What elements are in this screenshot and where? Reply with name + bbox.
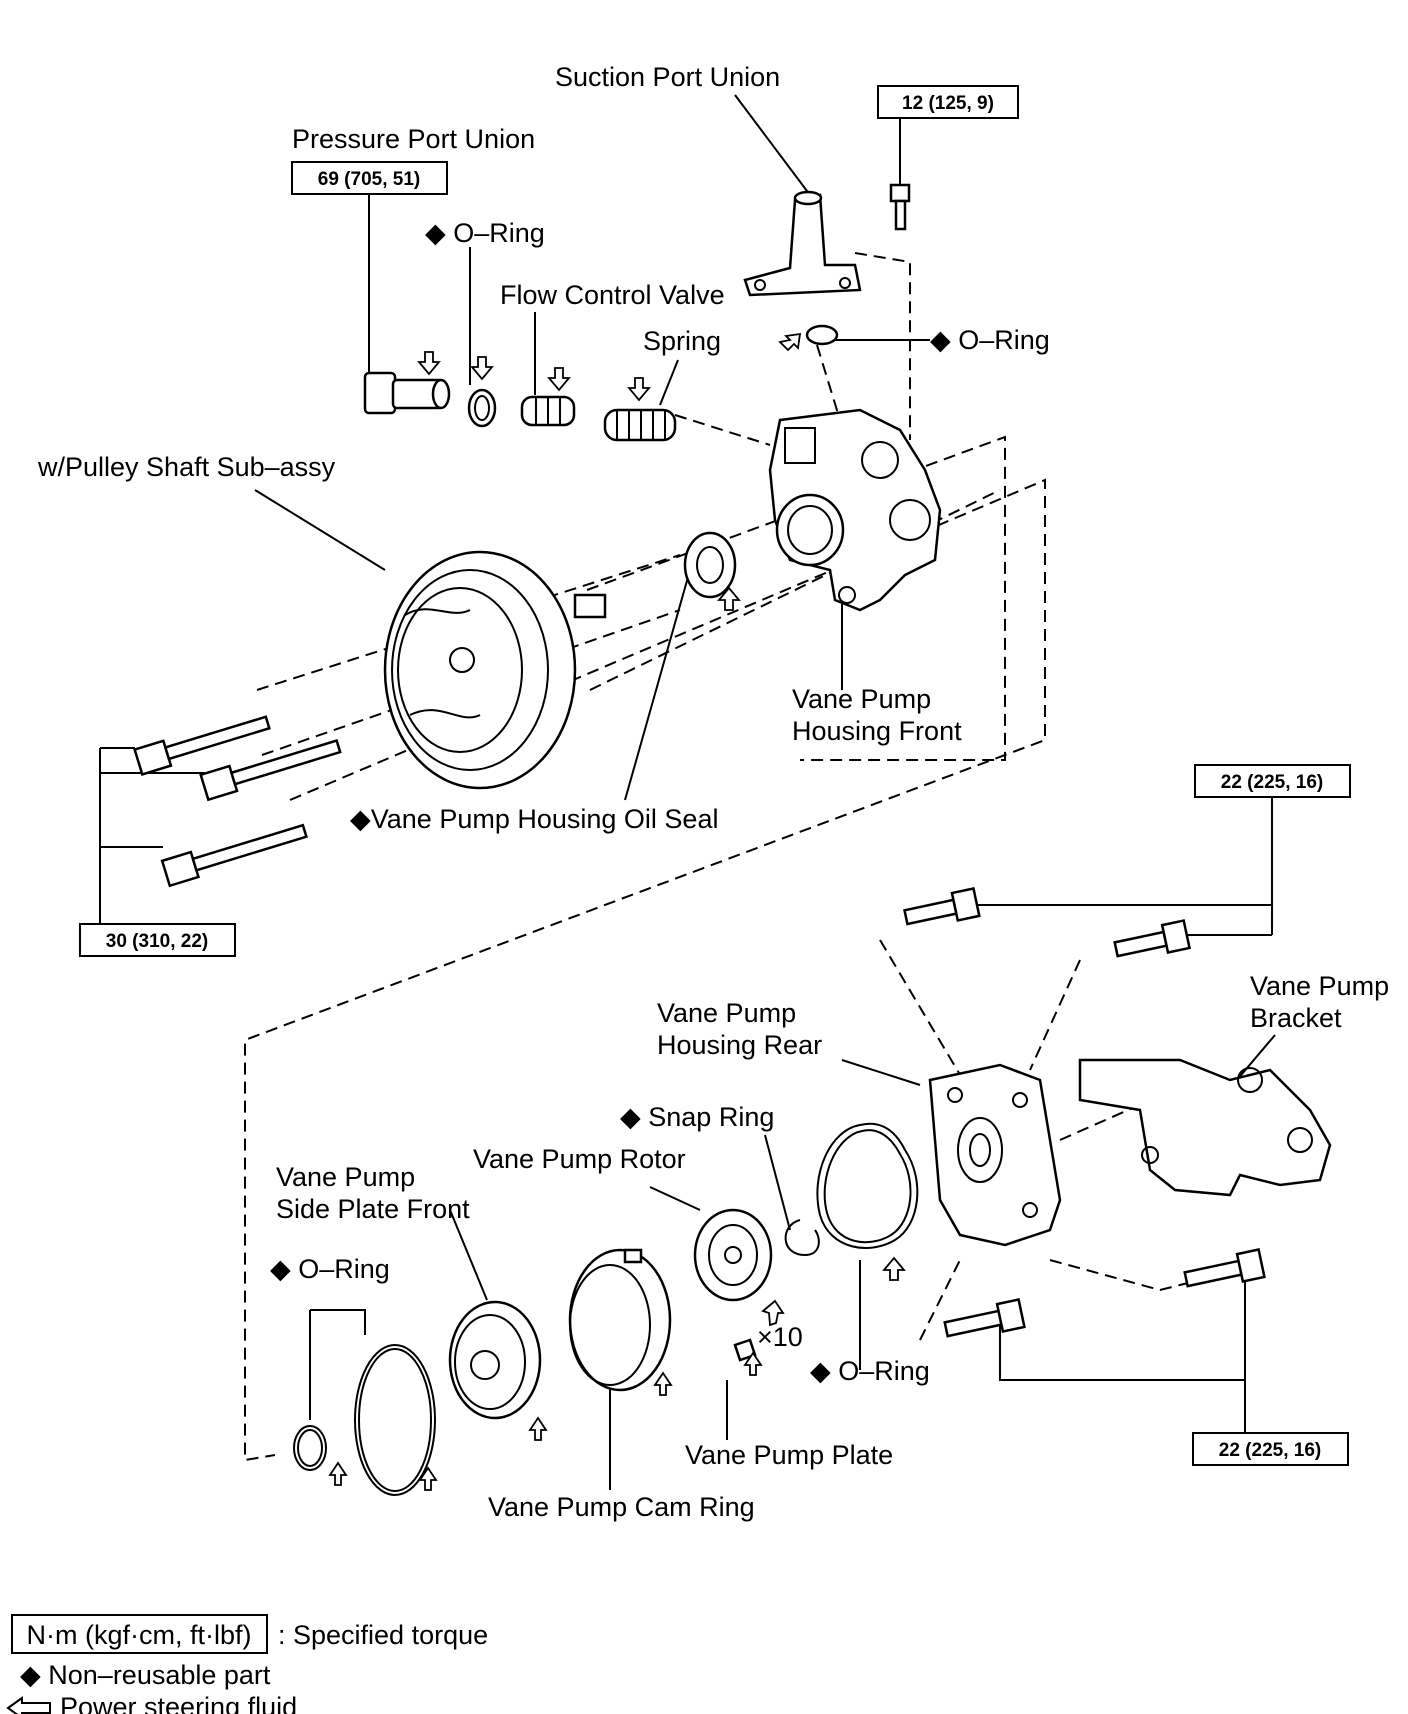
cam-ring-part <box>568 1248 672 1392</box>
pressure-port-union-part <box>363 371 451 415</box>
vane-pump-housing-rear-part <box>928 1063 1062 1247</box>
pulley-bolts-part <box>133 715 342 888</box>
label-suction-port-union: Suction Port Union <box>555 62 780 92</box>
label-o-ring-bottom: ◆ O–Ring <box>810 1356 930 1386</box>
vane-pump-housing-front-part <box>768 408 942 612</box>
o-ring-small-part <box>805 324 839 346</box>
o-ring-rear-part <box>816 1122 919 1249</box>
label-vane-plate: Vane Pump Plate <box>685 1440 893 1470</box>
part-labels: Suction Port Union Pressure Port Union ◆… <box>37 62 1389 1522</box>
pulley-part <box>383 550 607 790</box>
label-oil-seal: ◆Vane Pump Housing Oil Seal <box>350 804 718 834</box>
o-ring-small-left-part <box>293 1425 327 1471</box>
label-snap-ring: ◆ Snap Ring <box>620 1102 774 1132</box>
o-ring-large-left-part <box>354 1344 436 1496</box>
vane-pump-rotor-part <box>693 1208 773 1302</box>
label-housing-front-2: Housing Front <box>792 716 962 746</box>
vane-pump-bracket-part <box>1078 1058 1332 1197</box>
label-rotor: Vane Pump Rotor <box>473 1144 686 1174</box>
torque-rear-lower: 22 (225, 16) <box>1219 1440 1321 1461</box>
torque-pressure-port: 69 (705, 51) <box>318 169 420 190</box>
label-pulley-shaft: w/Pulley Shaft Sub–assy <box>37 452 336 482</box>
label-bracket-2: Bracket <box>1250 1003 1342 1033</box>
snap-ring-part <box>784 1219 820 1257</box>
torque-pulley-bolts: 30 (310, 22) <box>106 931 208 952</box>
legend: N·m (kgf·cm, ft·lbf) : Specified torque … <box>6 1614 488 1714</box>
oil-seal-part <box>683 531 737 599</box>
label-spring: Spring <box>643 326 721 356</box>
legend-fluid: Power steering fluid <box>60 1692 297 1714</box>
label-pressure-port-union: Pressure Port Union <box>292 124 535 154</box>
fluid-arrow-icon <box>6 1696 51 1714</box>
label-housing-rear-1: Vane Pump <box>657 998 796 1028</box>
suction-port-union-part <box>743 190 862 297</box>
side-plate-front-part <box>448 1300 542 1420</box>
label-housing-front-1: Vane Pump <box>792 684 931 714</box>
top-bolt-part <box>889 183 911 231</box>
legend-torque-text: : Specified torque <box>278 1620 488 1650</box>
torque-bolt-top: 12 (125, 9) <box>902 93 994 114</box>
spring-part <box>603 408 677 442</box>
torque-boxes: 12 (125, 9) 69 (705, 51) 30 (310, 22) 22… <box>79 85 1351 1466</box>
label-cam-ring: Vane Pump Cam Ring <box>488 1492 755 1522</box>
label-flow-control-valve: Flow Control Valve <box>500 280 725 310</box>
torque-rear-upper: 22 (225, 16) <box>1221 772 1323 793</box>
legend-non-reusable: ◆ Non–reusable part <box>20 1660 271 1690</box>
label-bracket-1: Vane Pump <box>1250 971 1389 1001</box>
label-side-plate-2: Side Plate Front <box>276 1194 470 1224</box>
label-side-plate-1: Vane Pump <box>276 1162 415 1192</box>
legend-torque-box: N·m (kgf·cm, ft·lbf) <box>27 1620 252 1650</box>
label-o-ring-right: ◆ O–Ring <box>930 325 1050 355</box>
rear-lower-bolts-part <box>943 1248 1266 1338</box>
label-times-ten: ×10 <box>757 1322 803 1352</box>
fluid-arrow-icons <box>328 332 906 1491</box>
label-o-ring-left: ◆ O–Ring <box>270 1254 390 1284</box>
label-housing-rear-2: Housing Rear <box>657 1030 822 1060</box>
rear-upper-bolts-part <box>903 887 1192 958</box>
o-ring-top-part <box>467 388 497 428</box>
label-o-ring-top: ◆ O–Ring <box>425 218 545 248</box>
flow-control-valve-part <box>520 395 576 427</box>
